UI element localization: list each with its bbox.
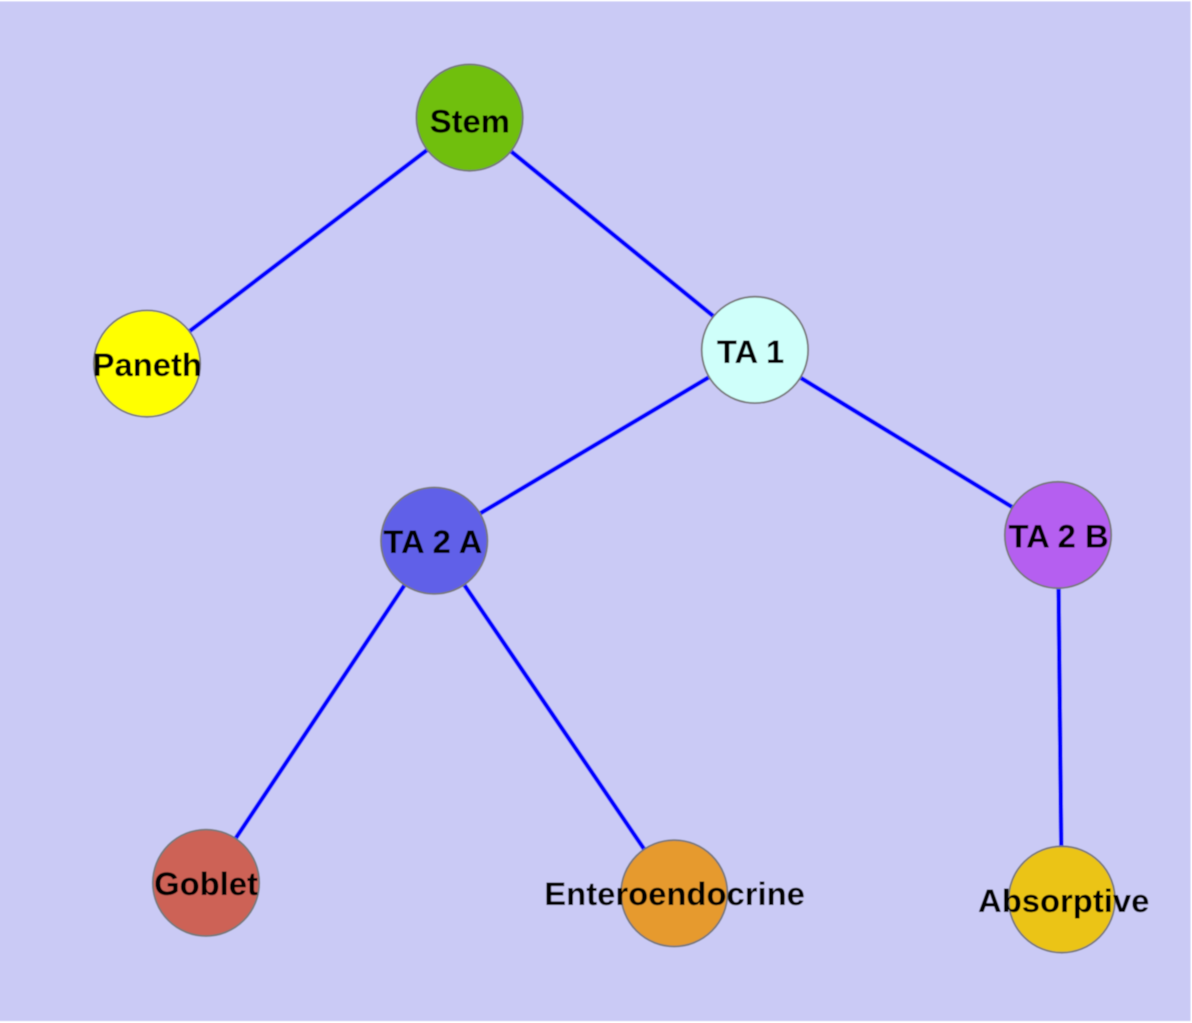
svg-text:TA 2 B: TA 2 B <box>1008 517 1108 554</box>
svg-text:Stem: Stem <box>430 103 510 140</box>
svg-text:Goblet: Goblet <box>154 865 258 902</box>
svg-text:Enteroendocrine: Enteroendocrine <box>544 875 805 912</box>
svg-text:Absorptive: Absorptive <box>978 882 1149 919</box>
svg-text:TA 1: TA 1 <box>717 333 784 370</box>
svg-text:TA 2 A: TA 2 A <box>383 523 482 560</box>
svg-text:Paneth: Paneth <box>93 346 202 383</box>
